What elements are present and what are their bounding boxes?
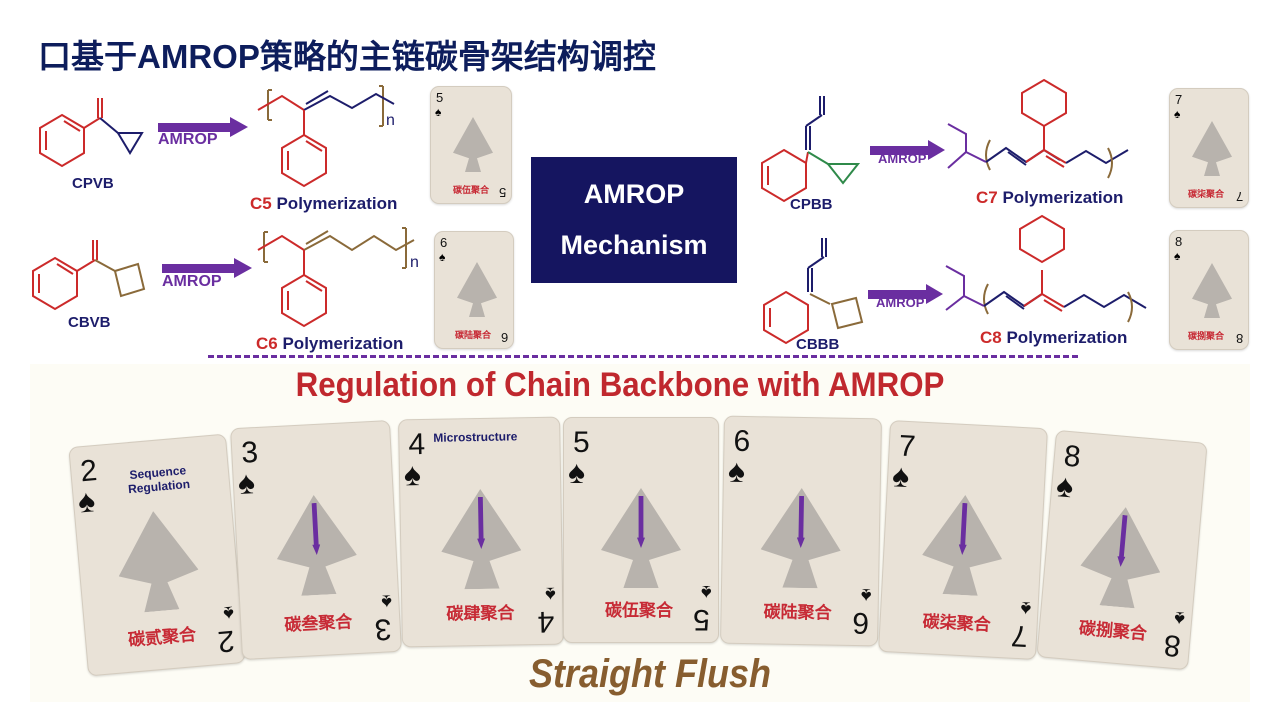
- c8-polymerization-label: C8 Polymerization: [980, 328, 1128, 347]
- arrow-label-4: AMROP: [876, 295, 925, 310]
- monomer-label-cpbb: CPBB: [790, 196, 833, 213]
- subscript-n-1: n: [386, 112, 395, 129]
- spade-icon: ♠: [435, 105, 442, 119]
- mini-card-6: 6 ♠ 碳陆聚合 6: [434, 231, 514, 349]
- c6-polymerization-label: C6 Polymerization: [256, 334, 404, 353]
- amrop-mechanism-box: AMROP Mechanism: [531, 157, 737, 283]
- playing-card-6: 6 ♠ 碳陆聚合 ♠ 6: [720, 415, 882, 647]
- playing-card-8: 8 ♠ 碳捌聚合 ♠ 8: [1036, 429, 1208, 671]
- slide-title: 口基于AMROP策略的主链碳骨架结构调控: [38, 38, 656, 75]
- spade-watermark-icon: [1192, 121, 1232, 176]
- subscript-n-2: n: [410, 254, 419, 271]
- card-rank-inverted: 5: [693, 603, 710, 636]
- spade-icon: ♠: [439, 250, 446, 264]
- amrop-arrow-2: [162, 258, 252, 278]
- amrop-arrow-1: [158, 117, 248, 137]
- spade-watermark-icon: [457, 262, 497, 317]
- arrow-label-1: AMROP: [158, 131, 218, 148]
- card-caption: [1101, 461, 1181, 468]
- card-rank-inverted: 6: [852, 605, 870, 640]
- playing-card-7: 7 ♠ 碳柒聚合 ♠ 7: [878, 420, 1048, 660]
- amrop-arrow-4: [868, 284, 943, 304]
- arrow-label-3: AMROP: [878, 151, 927, 166]
- card-caption: Microstructure: [433, 429, 518, 445]
- card-rank: 5: [573, 426, 590, 459]
- playing-card-5: 5 ♠ 碳伍聚合 ♠ 5: [563, 417, 719, 643]
- cpvb-structure: [39, 98, 144, 168]
- spade-icon: ♠: [236, 464, 256, 501]
- card-name: 碳陆聚合: [763, 602, 832, 623]
- monomer-label-cbvb: CBVB: [68, 314, 111, 331]
- spade-icon-inverted: ♠: [222, 601, 236, 625]
- card-caption: [771, 443, 851, 444]
- cbvb-structure: [32, 240, 146, 311]
- bottom-title: Regulation of Chain Backbone with AMROP: [295, 366, 945, 404]
- card-name: 碳叁聚合: [283, 612, 353, 635]
- amrop-arrow-3: [870, 140, 945, 160]
- arrow-label-2: AMROP: [162, 273, 222, 290]
- spade-icon-inverted: ♠: [701, 581, 712, 603]
- card-rank-inverted: 3: [374, 612, 393, 647]
- card-name: 碳捌聚合: [1078, 618, 1148, 644]
- c8-tag: C8: [980, 328, 1002, 347]
- card-name: 碳伍聚合: [605, 601, 673, 620]
- c7-tag: C7: [976, 188, 998, 207]
- card-caption: [278, 449, 358, 453]
- playing-card-3: 3 ♠ 碳叁聚合 ♠ 3: [230, 419, 402, 661]
- spade-icon-inverted: ♠: [1020, 597, 1033, 620]
- playing-card-2: 2 ♠ Sequence Regulation 碳贰聚合 ♠ 2: [68, 433, 246, 677]
- c5-polymerization-label: C5 Polymerization: [250, 194, 398, 213]
- c5-polymer-structure: [257, 85, 395, 188]
- spade-icon-inverted: ♠: [1173, 606, 1187, 630]
- mini-card-5: 5 ♠ 碳伍聚合 5: [430, 86, 512, 204]
- spade-icon-inverted: ♠: [545, 582, 557, 605]
- spade-icon: ♠: [727, 452, 746, 490]
- spade-icon-inverted: ♠: [381, 590, 393, 613]
- card-caption: [936, 449, 1016, 453]
- spade-icon: ♠: [1174, 107, 1181, 121]
- card-name: 碳柒聚合: [922, 612, 992, 635]
- spade-watermark-icon: [453, 117, 493, 172]
- card-caption: Sequence Regulation: [127, 463, 191, 497]
- amrop-card-arrow: [637, 496, 645, 548]
- spade-icon: ♠: [1054, 467, 1075, 505]
- mini-card-8: 8 ♠ 碳捌聚合 8: [1169, 230, 1249, 350]
- spade-icon: ♠: [1174, 249, 1181, 263]
- card-name: 碳贰聚合: [127, 624, 197, 650]
- card-rank-inverted: 4: [537, 604, 555, 639]
- spade-watermark-icon: [1192, 263, 1232, 318]
- c6-polymer-structure: [257, 227, 415, 328]
- monomer-label-cbbb: CBBB: [796, 336, 840, 353]
- spade-watermark-icon: [113, 508, 201, 615]
- straight-flush-label: Straight Flush: [528, 652, 771, 696]
- c8-polymer-structure: [945, 214, 1147, 323]
- spade-icon: ♠: [403, 456, 422, 493]
- spade-icon-inverted: ♠: [861, 584, 873, 607]
- monomer-label-cpvb: CPVB: [72, 175, 114, 192]
- c7-polymer-structure: [947, 78, 1129, 179]
- spade-icon: ♠: [568, 454, 585, 490]
- spade-icon: ♠: [891, 457, 911, 495]
- card-name: 碳肆聚合: [446, 603, 515, 624]
- section-divider: [208, 355, 1078, 358]
- cpbb-structure: [761, 96, 861, 203]
- top-structures: [32, 78, 1147, 345]
- cbbb-structure: [763, 238, 864, 345]
- mini-card-7: 7 ♠ 碳柒聚合 7: [1169, 88, 1249, 208]
- c6-tag: C6: [256, 334, 278, 353]
- spade-icon: ♠: [76, 482, 97, 520]
- card-rank-inverted: 7: [1010, 618, 1029, 653]
- c7-polymerization-label: C7 Polymerization: [976, 188, 1124, 207]
- c5-tag: C5: [250, 194, 272, 213]
- playing-card-4: 4 ♠ Microstructure 碳肆聚合 ♠ 4: [398, 416, 564, 648]
